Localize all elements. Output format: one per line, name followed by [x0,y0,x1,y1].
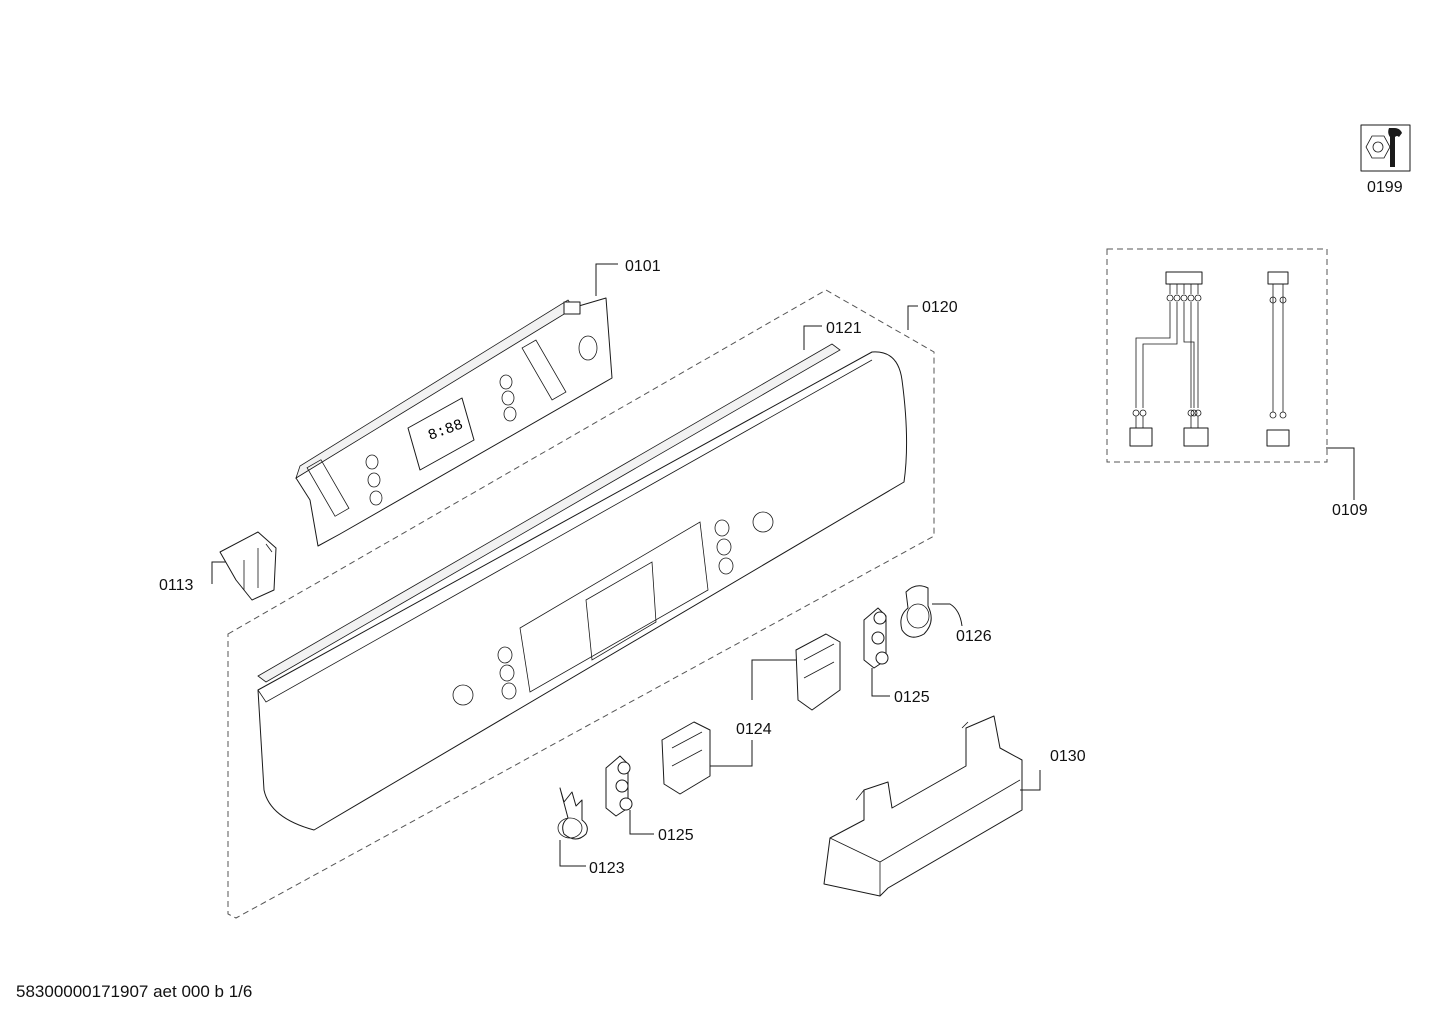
leader-lines [211,263,1355,867]
bracket [219,531,277,601]
label-0121: 0121 [826,320,862,337]
label-0120: 0120 [922,299,958,316]
label-0123: 0123 [589,860,625,877]
base-housing [823,715,1023,897]
label-0124: 0124 [736,721,772,738]
button-set-upper [863,607,889,669]
label-0125-lower: 0125 [658,827,694,844]
label-0109: 0109 [1332,502,1368,519]
switch-block-upper [795,633,841,711]
label-0101: 0101 [625,258,661,275]
label-0125-upper: 0125 [894,689,930,706]
label-0113: 0113 [159,577,194,594]
part-labels: 0199 0101 0121 0120 0109 0113 0126 0125 … [159,179,1403,877]
document-footer: 58300000171907 aet 000 b 1/6 [16,982,253,1001]
cable-harness [1106,248,1328,463]
label-0126: 0126 [956,628,992,645]
control-module: 8:88 [295,297,613,547]
strip [257,343,841,683]
label-0199: 0199 [1367,179,1403,196]
nut-wrench-icon [1360,124,1411,172]
knob [557,787,588,840]
button-set-lower [605,755,633,817]
fascia-panel [257,351,908,831]
knob-upper [900,585,932,638]
switch-block-lower [661,721,711,795]
label-0130: 0130 [1050,748,1086,765]
